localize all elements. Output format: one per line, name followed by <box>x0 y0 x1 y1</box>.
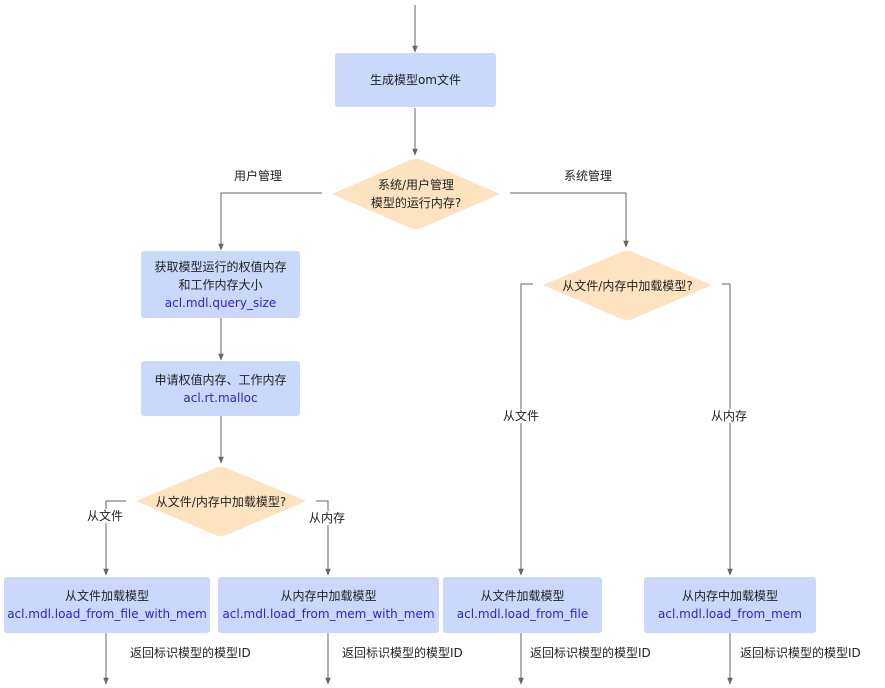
decision-diamond-shape <box>136 467 306 536</box>
edge-user-decision-to-mem-load <box>316 500 331 576</box>
user-load-source-decision-text: 从文件/内存中加载模型? <box>155 494 287 509</box>
generate-om-file-node: 生成模型om文件 <box>335 53 496 107</box>
load-from-mem-title: 从内存中加载模型 <box>681 589 778 603</box>
query-size-api: acl.mdl.query_size <box>164 295 277 310</box>
edge-sys-decision-to-mem-load <box>722 283 733 576</box>
label-return-model-id-2: 返回标识模型的模型ID <box>342 646 463 660</box>
label-from-mem-user: 从内存 <box>309 511 346 525</box>
load-from-mem-node: 从内存中加载模型 acl.mdl.load_from_mem <box>644 577 816 633</box>
edge-user-decision-to-file-load <box>103 500 126 576</box>
load-from-mem-api: acl.mdl.load_from_mem <box>658 607 802 621</box>
system-load-source-decision: 从文件/内存中加载模型? <box>533 249 722 322</box>
malloc-line1: 申请权值内存、工作内存 <box>154 372 287 387</box>
memory-management-decision-line1: 系统/用户管理 <box>377 178 455 192</box>
label-user-management: 用户管理 <box>234 169 283 183</box>
load-from-file-with-mem-api: acl.mdl.load_from_file_with_mem <box>7 607 207 621</box>
load-from-file-with-mem-title: 从文件加载模型 <box>64 589 149 603</box>
load-from-file-api: acl.mdl.load_from_file <box>456 607 589 621</box>
generate-om-file-text: 生成模型om文件 <box>369 73 462 87</box>
label-system-management: 系统管理 <box>564 169 613 183</box>
query-size-node: 获取模型运行的权值内存 和工作内存大小 acl.mdl.query_size <box>141 251 300 318</box>
load-from-file-title: 从文件加载模型 <box>480 589 565 603</box>
edge-decision-to-query <box>218 192 322 251</box>
malloc-node: 申请权值内存、工作内存 acl.rt.malloc <box>141 361 300 416</box>
malloc-api: acl.rt.malloc <box>183 390 258 405</box>
label-return-model-id-3: 返回标识模型的模型ID <box>530 646 651 660</box>
label-from-file-system: 从文件 <box>503 409 540 423</box>
load-from-file-node: 从文件加载模型 acl.mdl.load_from_file <box>443 577 602 633</box>
edge-decision-to-sys-decision <box>510 192 629 248</box>
load-from-file-with-mem-node: 从文件加载模型 acl.mdl.load_from_file_with_mem <box>4 577 210 633</box>
user-load-source-decision: 从文件/内存中加载模型? <box>126 465 316 538</box>
label-from-file-user: 从文件 <box>87 509 124 523</box>
label-return-model-id-1: 返回标识模型的模型ID <box>130 646 251 660</box>
label-from-mem-system: 从内存 <box>711 409 748 423</box>
decision-diamond-shape <box>332 159 500 229</box>
system-load-source-decision-text: 从文件/内存中加载模型? <box>562 278 693 293</box>
memory-management-decision-line2: 模型的运行内存? <box>370 196 462 210</box>
edge-sys-decision-to-file-load <box>518 283 533 576</box>
label-return-model-id-4: 返回标识模型的模型ID <box>740 646 861 660</box>
load-from-mem-with-mem-api: acl.mdl.load_from_mem_with_mem <box>222 607 435 621</box>
load-from-mem-with-mem-title: 从内存中加载模型 <box>280 589 377 603</box>
query-size-line2: 和工作内存大小 <box>178 277 263 292</box>
query-size-line1: 获取模型运行的权值内存 <box>154 259 287 274</box>
memory-management-decision: 系统/用户管理 模型的运行内存? <box>322 157 510 231</box>
load-from-mem-with-mem-node: 从内存中加载模型 acl.mdl.load_from_mem_with_mem <box>218 577 439 633</box>
decision-diamond-shape <box>543 251 712 320</box>
